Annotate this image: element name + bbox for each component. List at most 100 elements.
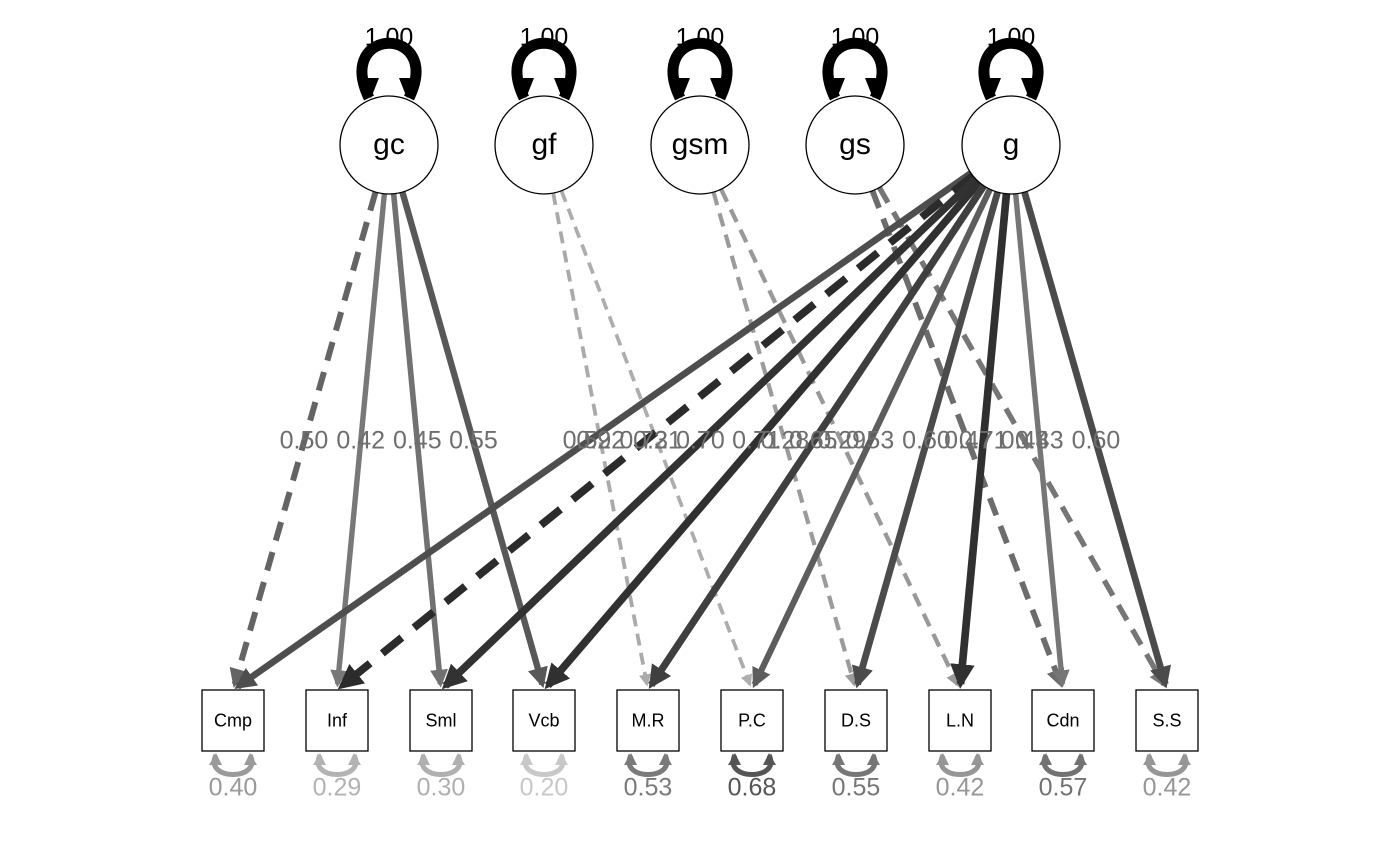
latent-label-gsm: gsm — [672, 128, 729, 161]
loading-value-g-s-s: 0.60 — [1072, 427, 1121, 455]
latent-variance-gs: 1.00 — [831, 24, 880, 52]
loading-value-gc-inf: 0.42 — [336, 427, 385, 455]
variance-arrowhead-right — [399, 78, 421, 98]
residual-value-s-s: 0.42 — [1143, 774, 1192, 802]
variance-loop-gsm — [667, 37, 733, 101]
loading-value-gsm-l-n: 0.29 — [817, 427, 866, 455]
loading-path-g-vcb — [544, 179, 983, 690]
loading-value-g-l-n: 0.71 — [959, 427, 1008, 455]
latent-node-gc: 1.00 gc — [339, 24, 439, 195]
loading-value-g-vcb: 0.71 — [732, 427, 781, 455]
residual-arrowhead-right — [1178, 753, 1191, 765]
latent-variance-gc: 1.00 — [365, 24, 414, 52]
variance-arrowhead-right — [865, 78, 887, 98]
latent-circle-gf — [494, 95, 594, 195]
latent-circle-gs — [805, 95, 905, 195]
loading-path-g-inf — [337, 172, 976, 690]
residual-arrowhead-right — [763, 753, 776, 765]
residual-arrowhead-left — [520, 753, 533, 765]
residual-value-inf: 0.29 — [313, 774, 362, 802]
variance-loop-gs — [822, 37, 888, 101]
loading-value-gc-cmp: 0.50 — [280, 427, 329, 455]
variance-loop-gc — [356, 37, 422, 101]
observed-box-s-s — [1135, 689, 1199, 752]
observed-label-sml: Sml — [426, 710, 457, 730]
observed-label-l-n: L.N — [946, 710, 974, 730]
loading-path-g-s-s — [1021, 191, 1172, 689]
loading-value-g-cdn: 0.43 — [1015, 427, 1064, 455]
residual-value-cmp: 0.40 — [209, 774, 258, 802]
loading-path-g-sml — [441, 176, 979, 690]
loading-path-g-l-n — [950, 193, 1011, 689]
loading-path-gsm-l-n — [719, 188, 960, 688]
variance-loop-gf — [511, 37, 577, 101]
loading-value-g-sml: 0.70 — [676, 427, 725, 455]
loading-path-g-m-r — [648, 183, 987, 689]
loading-path-gsm-d-s — [711, 191, 858, 687]
loading-value-g-inf: 0.73 — [619, 427, 668, 455]
loading-value-gs-s-s: 0.43 — [1001, 427, 1050, 455]
nodes-layer: 1.00gc1.00gf1.00gsm1.00gs1.00gCmp0.40Inf… — [201, 24, 1199, 802]
residual-arrowhead-left — [1039, 753, 1052, 765]
latent-variance-gf: 1.00 — [520, 24, 569, 52]
variance-arrowhead-right — [554, 78, 576, 98]
loading-path-g-d-s — [851, 191, 1001, 689]
observed-label-inf: Inf — [327, 710, 348, 730]
variance-arrowhead-left — [512, 78, 534, 98]
latent-label-g: g — [1003, 128, 1020, 161]
residual-arrowhead-right — [971, 753, 984, 765]
observed-node-l-n: L.N 0.42 — [928, 689, 992, 802]
observed-box-cmp — [201, 689, 265, 752]
observed-node-m-r: M.R 0.53 — [616, 689, 680, 802]
loading-path-gc-inf — [330, 193, 388, 688]
observed-node-s-s: S.S0.42 — [1135, 689, 1199, 802]
loading-value-gf-m-r: 0.22 — [576, 427, 625, 455]
loading-path-gc-sml — [390, 193, 448, 688]
observed-box-l-n — [928, 689, 992, 752]
residual-arrowhead-left — [313, 753, 326, 765]
observed-node-inf: Inf 0.29 — [305, 689, 369, 802]
loading-value-gsm-d-s: 0.28 — [761, 427, 810, 455]
residual-arrowhead-left — [209, 753, 222, 765]
latent-node-g: 1.00 g — [961, 24, 1061, 195]
observed-box-sml — [409, 689, 473, 752]
loadings-layer — [229, 170, 1172, 690]
loading-path-gc-cmp — [229, 191, 379, 688]
residual-value-m-r: 0.53 — [624, 774, 673, 802]
latent-circle-gc — [339, 95, 439, 195]
latent-circle-g — [961, 95, 1061, 195]
residual-arrowhead-right — [1074, 753, 1087, 765]
observed-node-p-c: P.C0.68 — [720, 689, 784, 802]
variance-loop-g — [978, 37, 1044, 101]
residual-value-p-c: 0.68 — [728, 774, 777, 802]
residual-arrowhead-right — [348, 753, 361, 765]
variance-arrowhead-left — [668, 78, 690, 98]
loading-path-g-cmp — [234, 170, 973, 690]
loading-path-gf-m-r — [551, 192, 652, 687]
residual-arrowhead-left — [624, 753, 637, 765]
variance-arrowhead-right — [710, 78, 732, 98]
observed-box-cdn — [1031, 689, 1095, 752]
residual-arrowhead-right — [659, 753, 672, 765]
residual-value-l-n: 0.42 — [936, 774, 985, 802]
residual-value-cdn: 0.57 — [1039, 774, 1088, 802]
observed-label-d-s: D.S — [841, 710, 871, 730]
latent-label-gc: gc — [373, 128, 405, 161]
observed-box-d-s — [824, 689, 888, 752]
observed-box-vcb — [512, 689, 576, 752]
residual-value-sml: 0.30 — [417, 774, 466, 802]
loading-value-gs-cdn: 0.47 — [944, 427, 993, 455]
residual-arrowhead-right — [555, 753, 568, 765]
residual-arrowhead-left — [936, 753, 949, 765]
observed-box-m-r — [616, 689, 680, 752]
loading-value-gc-vcb: 0.55 — [449, 427, 498, 455]
residual-arrowhead-left — [417, 753, 430, 765]
observed-label-m-r: M.R — [632, 710, 665, 730]
residual-value-d-s: 0.55 — [832, 774, 881, 802]
latent-variance-g: 1.00 — [987, 24, 1036, 52]
